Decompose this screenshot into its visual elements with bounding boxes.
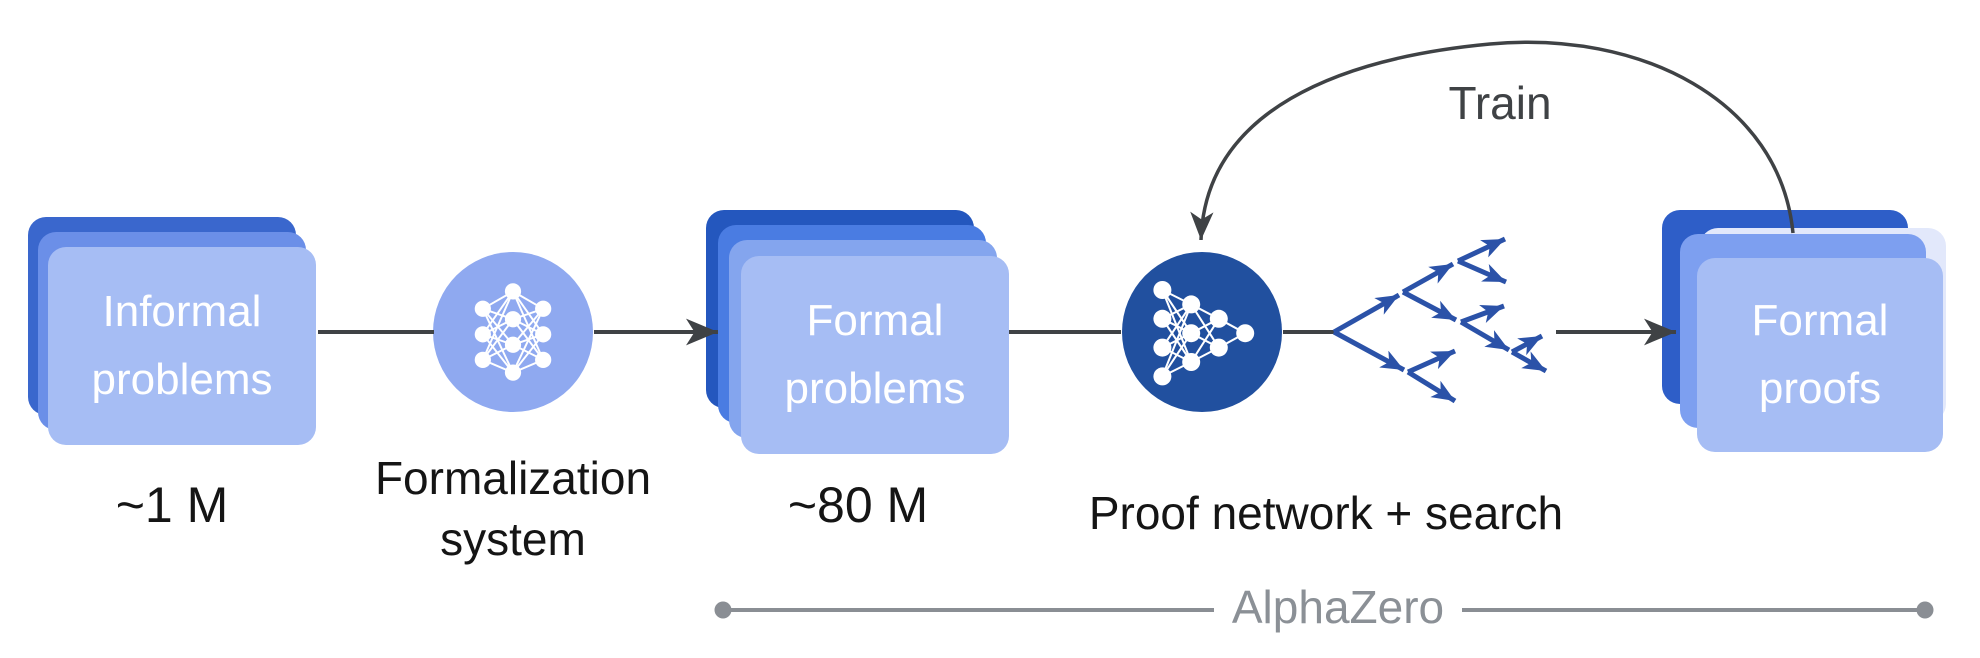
formalization-system-node [433, 252, 593, 412]
funnel-network-icon [1153, 281, 1255, 386]
card-layer-front [48, 247, 316, 445]
card-layer-front [741, 256, 1009, 454]
informal-problems-count: ~1 M [115, 477, 229, 533]
formal-problems-count: ~80 M [787, 477, 929, 533]
formal-proofs-label: Formal proofs [1751, 295, 1889, 413]
card-layer-front [1697, 258, 1943, 452]
informal-problems-label: Informal problems [91, 286, 273, 404]
proof-network-node [1122, 252, 1282, 412]
train-label: Train [1448, 77, 1552, 129]
neural-network-icon [474, 283, 552, 381]
alphazero-label: AlphaZero [1213, 579, 1463, 635]
proof-network-label: Proof network + search [1088, 487, 1564, 539]
search-tree-icon [1332, 236, 1548, 404]
formal-problems-label: Formal problems [784, 295, 966, 413]
alphazero-label-wrap: AlphaZero [1188, 579, 1488, 635]
formalization-system-label: Formalization system [374, 452, 652, 565]
